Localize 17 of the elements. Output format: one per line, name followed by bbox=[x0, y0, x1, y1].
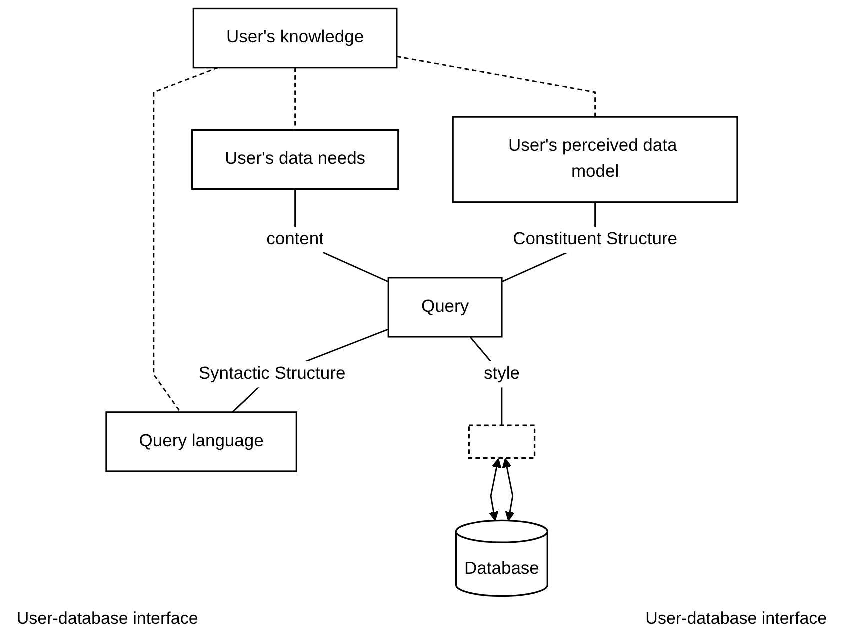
node-box: User's perceived data model bbox=[452, 116, 738, 204]
interface-label: User-database interface bbox=[646, 609, 828, 629]
node-box: User's knowledge bbox=[192, 8, 398, 69]
node-box: Query bbox=[388, 277, 503, 338]
edge-label: Syntactic Structure bbox=[198, 364, 346, 384]
node-line bbox=[468, 424, 536, 460]
node-box: User's data needs bbox=[191, 129, 400, 190]
connector bbox=[294, 68, 296, 130]
edge-label: content bbox=[266, 230, 324, 249]
arrow bbox=[502, 458, 515, 522]
connector bbox=[153, 67, 218, 413]
arrow bbox=[489, 458, 502, 522]
connector bbox=[396, 56, 596, 118]
edge-label: Constituent Structure bbox=[513, 230, 678, 249]
interface-label: User-database interface bbox=[16, 609, 198, 629]
edge-label: style bbox=[484, 364, 520, 384]
node-box: Query language bbox=[106, 412, 298, 472]
